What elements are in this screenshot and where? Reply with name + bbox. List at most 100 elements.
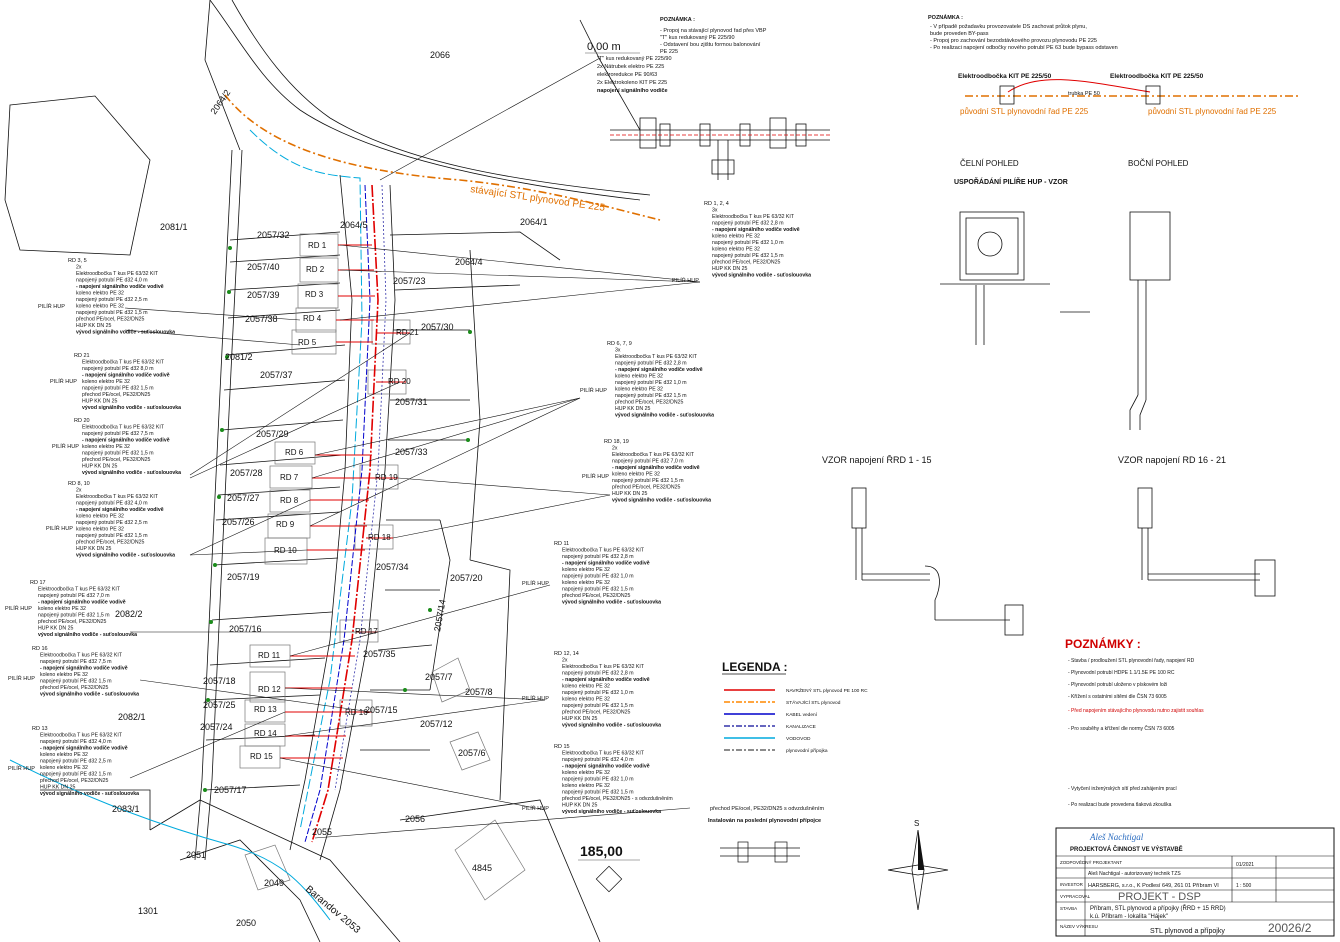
spec-block-line: přechod PE/ocel, PE32/DN25 [615, 400, 683, 406]
north-arrow-icon: S [887, 819, 949, 911]
house-footprints [239, 233, 526, 901]
house-label: RD 10 [274, 546, 297, 555]
kit-pipe-label: trubka PE 50 [1068, 91, 1100, 97]
electric-cable [304, 184, 371, 843]
house-label: RD 4 [303, 314, 322, 323]
poznamky-line: - Křížení s ostatními sítěmi dle ČSN 73 … [1068, 693, 1167, 700]
legend-item-label: KANALIZACE [786, 724, 816, 730]
kit-main-right: původní STL plynovodní řad PE 225 [1148, 107, 1277, 116]
tee-spec: "T" kus redukovaný PE 225/90 2x Nátrubek… [597, 56, 672, 94]
pillar-views: ČELNÍ POHLED BOČNÍ POHLED USPOŘÁDÁNÍ PIL… [940, 159, 1189, 430]
transition-note: přechod PE/ocel, PE32/DN25 s odvzdušnění… [595, 806, 824, 893]
spec-block-line: napojený potrubí PE d32 2,8 m [615, 361, 687, 367]
tee-piece-detail [610, 117, 830, 180]
note-line: PE 225 [660, 49, 678, 55]
parcel-label: 2057/25 [203, 700, 236, 710]
parcel-label: 2081/2 [225, 352, 253, 362]
house-label: RD 20 [388, 377, 411, 386]
note-line: - V případě požadavku provozovatele DS z… [930, 23, 1087, 30]
hup-pillar-label: PILÍŘ HUP [522, 579, 549, 587]
legend: LEGENDA : NAVRŽENÝ STL plynovod PE 100 R… [722, 660, 868, 754]
spec-block-line: Elektroodbočka T kus PE 63/32 KIT [562, 548, 645, 554]
spec-block-line: přechod PE/ocel, PE32/DN25 [562, 593, 630, 599]
spec-block-line: koleno elektro PE 32 [76, 304, 124, 310]
parcel-label: 2057/17 [214, 785, 247, 795]
hup-pillar-label: PILÍŘ HUP [580, 386, 607, 394]
poznamky-line: - Před napojením stávajícího plynovodu n… [1068, 708, 1204, 714]
parcel-label: 2057/15 [365, 705, 398, 715]
spec-block-line: napojený potrubí PE d32 1,5 m [76, 310, 148, 316]
responsible-person: Aleš Nachtigal - autorizovaný technik TZ… [1088, 871, 1181, 877]
existing-pipe-label: stávající STL plynovod PE 225 [470, 184, 606, 214]
legend-item-label: STÁVAJÍCÍ STL plynovod [786, 699, 841, 706]
note-line: - Propoj na stávající plynovod řad přes … [660, 28, 767, 34]
spec-block-line: koleno elektro PE 32 [562, 697, 610, 703]
date-value: 01/2021 [1236, 862, 1254, 868]
parcel-label: 2057/14 [432, 599, 447, 633]
spec-block-line: napojený potrubí PE d32 1,0 m [562, 777, 634, 783]
parcel-label: 2057/40 [247, 262, 280, 272]
top-right-notes: POZNÁMKA : - V případě požadavku provozo… [928, 14, 1118, 51]
spec-block-line: - napojení signálního vodiče vodivě [562, 561, 650, 567]
house-label: RD 1 [308, 241, 327, 250]
house-label: RD 16 [345, 708, 368, 717]
spec-block-line: napojený potrubí PE d32 2,8 m [712, 221, 784, 227]
pillar-title: USPOŘÁDÁNÍ PILÍŘE HUP - VZOR [954, 177, 1068, 186]
spec-block-line: vývod signálního vodiče - suťoslouovka [712, 273, 811, 279]
spec-block-line: 2x [76, 488, 82, 494]
house-label: RD 3 [305, 290, 324, 299]
hup-pillar-label: PILÍŘ HUP [582, 472, 609, 480]
project-phase: PROJEKT - DSP [1118, 891, 1201, 903]
parcel-label: 2057/12 [420, 719, 453, 729]
parcel-label: 2057/7 [425, 672, 453, 682]
spec-block-line: vývod signálního vodiče - suťoslouovka [38, 632, 137, 638]
parcel-label: 2057/32 [257, 230, 290, 240]
hup-pillar-label: PILÍŘ HUP [5, 604, 32, 612]
spec-block-line: 2x [76, 265, 82, 271]
parcel-label: 2082/1 [118, 712, 146, 722]
spec-block-line: napojený potrubí PE d32 2,8 m [562, 554, 634, 560]
spec-block-title: RD 13 [32, 726, 48, 732]
spec-block-line: přechod PE/ocel, PE32/DN25 [76, 317, 144, 323]
parcel-label: 2057/37 [260, 370, 293, 380]
vzor-right-title: VZOR napojení RD 16 - 21 [1118, 455, 1226, 465]
street-label: Barandov 2053 [303, 884, 362, 936]
parcel-label: 2057/23 [393, 276, 426, 286]
parcel-label: 2057/29 [256, 429, 289, 439]
spec-block-line: Elektroodbočka T kus PE 63/32 KIT [76, 271, 159, 277]
transition-note-line1: přechod PE/ocel, PE32/DN25 s odvzdušnění… [710, 806, 824, 812]
spec-block-line: HUP KK DN 25 [76, 323, 111, 329]
parcel-label: 2064/4 [455, 257, 483, 267]
spec-block-title: RD 1, 2, 4 [704, 201, 729, 207]
spec-block-line: - napojení signálního vodiče vodivě [615, 367, 703, 373]
spec-block-line: koleno elektro PE 32 [38, 606, 86, 612]
spec-block-line: HUP KK DN 25 [562, 803, 597, 809]
parcel-label: 2056 [405, 814, 425, 824]
spec-block-line: Elektroodbočka T kus PE 63/32 KIT [40, 653, 123, 659]
spec-block-line: 3x [615, 348, 621, 354]
legend-item-label: plynovodní přípojka [786, 748, 828, 754]
house-label: RD 6 [285, 448, 304, 457]
hup-pillar-label: PILÍŘ HUP [8, 674, 35, 682]
spec-block-line: napojený potrubí PE d32 4,0 m [76, 278, 148, 284]
company-tagline: PROJEKTOVÁ ČINNOST VE VÝSTAVBĚ [1070, 845, 1183, 853]
house-label: RD 14 [254, 729, 277, 738]
transition-note-line2: Instalován na poslední plynovodní přípoj… [708, 818, 821, 824]
house-label: RD 18 [368, 533, 391, 542]
spec-block-line: - napojení signálního vodiče vodivě [562, 764, 650, 770]
poznamky-line: - Plynovodní potrubí uloženo v pískovém … [1068, 682, 1167, 688]
hup-pillar-label: PILÍŘ HUP [52, 442, 79, 450]
side-view-label: BOČNÍ POHLED [1128, 159, 1189, 168]
spec-block-line: koleno elektro PE 32 [76, 527, 124, 533]
spec-block-line: napojený potrubí PE d32 2,5 m [76, 297, 148, 303]
spec-block-line: koleno elektro PE 32 [612, 472, 660, 478]
spec-block-line: HUP KK DN 25 [82, 464, 117, 470]
spec-block-line: Elektroodbočka T kus PE 63/32 KIT [38, 587, 121, 593]
spec-block-line: HUP KK DN 25 [562, 716, 597, 722]
kit-right-label: Elektroodbočka KIT PE 225/50 [1110, 73, 1204, 80]
spec-block-line: koleno elektro PE 32 [82, 444, 130, 450]
